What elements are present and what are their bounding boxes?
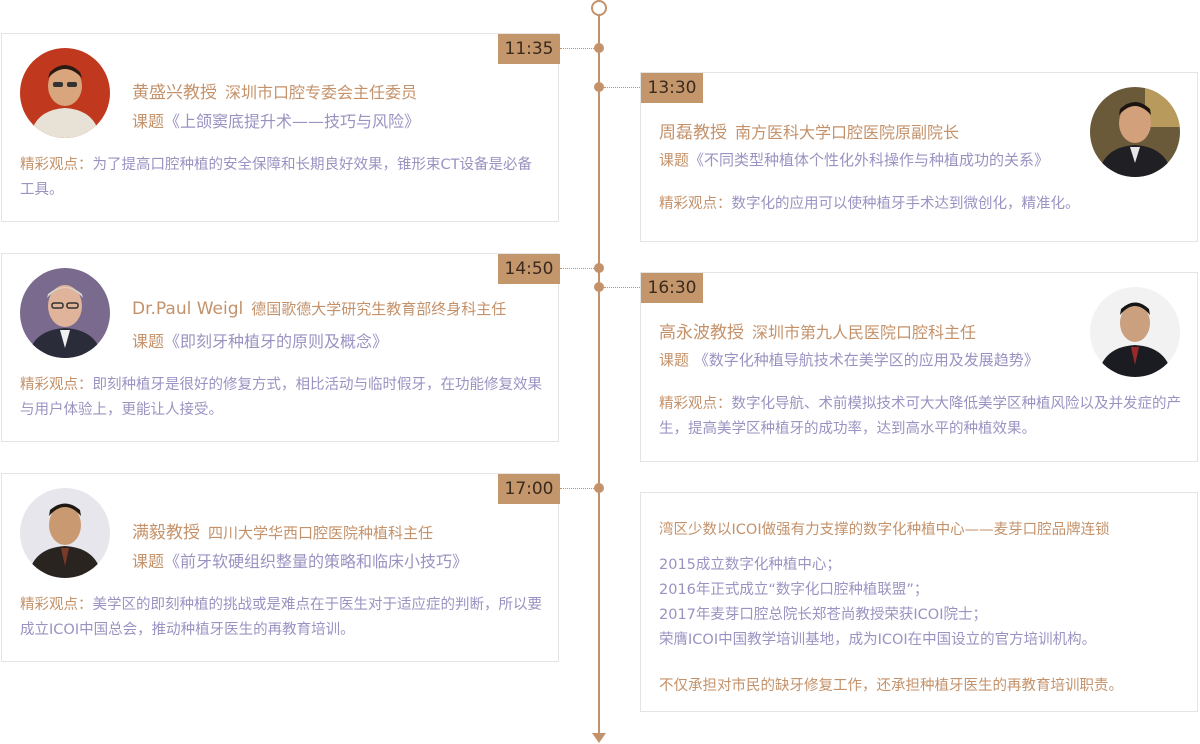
session-topic: 课题《不同类型种植体个性化外科操作与种植成功的关系》 <box>659 149 1049 170</box>
highlight-label: 精彩观点： <box>20 597 93 613</box>
highlight-label: 精彩观点： <box>20 377 93 393</box>
highlight-label: 精彩观点： <box>659 396 732 412</box>
time-tag: 14:50 <box>498 254 560 284</box>
speaker-avatar <box>20 48 110 138</box>
speaker-title: 深圳市口腔专委会主任委员 <box>225 83 418 102</box>
topic-text: 《即刻牙种植牙的原则及概念》 <box>164 332 389 351</box>
topic-label: 课题 <box>132 332 165 351</box>
brand-info-box: 湾区少数以ICOI做强有力支撑的数字化种植中心——麦芽口腔品牌连锁 2015成立… <box>640 492 1198 712</box>
session-card-2: 13:30 周磊教授南方医科大学口腔医院原副院长 课题《不同类型种植体个性化外科… <box>640 72 1198 242</box>
timeline-dot <box>594 263 604 273</box>
topic-text: 《数字化种植导航技术在美学区的应用及发展趋势》 <box>689 351 1039 369</box>
speaker-title: 四川大学华西口腔医院种植科主任 <box>208 524 434 542</box>
speaker-name: 周磊教授 <box>659 123 727 143</box>
highlight-text: 即刻种植牙是很好的修复方式，相比活动与临时假牙，在功能修复效果与用户体验上，更能… <box>20 377 542 418</box>
topic-label: 课题 <box>659 151 690 169</box>
speaker-avatar <box>20 268 110 358</box>
topic-text: 《上颌窦底提升术——技巧与风险》 <box>164 112 421 131</box>
topic-text: 《前牙软硬组织整量的策略和临床小技巧》 <box>164 552 469 571</box>
highlight-text: 美学区的即刻种植的挑战或是难点在于医生对于适应症的判断，所以要成立ICOI中国总… <box>20 597 542 638</box>
session-highlight: 精彩观点：即刻种植牙是很好的修复方式，相比活动与临时假牙，在功能修复效果与用户体… <box>20 373 542 423</box>
session-topic: 课题《即刻牙种植牙的原则及概念》 <box>132 328 388 352</box>
info-line: 2017年麦芽口腔总院长郑苍尚教授荣获ICOI院士； <box>659 607 987 623</box>
timeline-connector <box>560 488 594 489</box>
timeline-connector <box>560 48 594 49</box>
speaker-name-line: 满毅教授四川大学华西口腔医院种植科主任 <box>132 518 433 543</box>
session-topic: 课题《前牙软硬组织整量的策略和临床小技巧》 <box>132 548 468 572</box>
speaker-name-line: Dr.Paul Weigl 德国歌德大学研究生教育部终身科主任 <box>132 298 506 319</box>
speaker-name-line: 高永波教授深圳市第九人民医院口腔科主任 <box>659 318 976 343</box>
info-line: 荣膺ICOI中国教学培训基地，成为ICOI在中国设立的官方培训机构。 <box>659 632 1097 648</box>
timeline-connector <box>604 287 640 288</box>
time-tag: 11:35 <box>498 34 560 64</box>
timeline-dot <box>594 282 604 292</box>
topic-label: 课题 <box>132 112 165 131</box>
speaker-title: 南方医科大学口腔医院原副院长 <box>735 123 960 142</box>
speaker-name-line: 周磊教授南方医科大学口腔医院原副院长 <box>659 118 959 143</box>
session-card-5: 17:00 满毅教授四川大学华西口腔医院种植科主任 课题《前牙软硬组织整量的策略… <box>1 473 560 662</box>
session-highlight: 精彩观点：数字化导航、术前模拟技术可大大降低美学区种植风险以及并发症的产生，提高… <box>659 392 1194 442</box>
timeline-line <box>598 14 600 734</box>
speaker-name-line: 黄盛兴教授深圳市口腔专委会主任委员 <box>132 78 417 103</box>
speaker-avatar <box>1090 287 1180 377</box>
topic-label: 课题 <box>659 351 690 369</box>
info-milestones: 2015成立数字化种植中心； 2016年正式成立“数字化口腔种植联盟”； 201… <box>659 553 1096 653</box>
session-topic: 课题《上颌窦底提升术——技巧与风险》 <box>132 108 420 132</box>
highlight-label: 精彩观点： <box>659 196 732 212</box>
speaker-avatar <box>1090 87 1180 177</box>
timeline-dot <box>594 82 604 92</box>
session-card-1: 11:35 黄盛兴教授深圳市口腔专委会主任委员 课题《上颌窦底提升术——技巧与风… <box>1 33 560 222</box>
time-tag: 13:30 <box>641 73 703 103</box>
info-line: 2015成立数字化种植中心； <box>659 557 841 573</box>
session-highlight: 精彩观点：数字化的应用可以使种植牙手术达到微创化，精准化。 <box>659 192 1181 217</box>
session-highlight: 精彩观点：为了提高口腔种植的安全保障和长期良好效果，锥形束CT设备是必备工具。 <box>20 153 542 203</box>
info-line: 2016年正式成立“数字化口腔种植联盟”； <box>659 582 929 598</box>
speaker-name: 高永波教授 <box>659 323 744 343</box>
timeline-dot <box>594 483 604 493</box>
session-topic: 课题 《数字化种植导航技术在美学区的应用及发展趋势》 <box>659 349 1039 370</box>
timeline-connector <box>604 87 640 88</box>
session-card-3: 14:50 Dr.Paul Weigl 德国歌德大学研究生教育部终身科主任 课题《… <box>1 253 560 442</box>
timeline-dot <box>594 43 604 53</box>
speaker-name: 黄盛兴教授 <box>132 83 217 103</box>
highlight-label: 精彩观点： <box>20 157 93 173</box>
info-heading: 湾区少数以ICOI做强有力支撑的数字化种植中心——麦芽口腔品牌连锁 <box>659 522 1110 538</box>
speaker-name: Dr.Paul Weigl <box>132 299 244 319</box>
time-tag: 16:30 <box>641 273 703 303</box>
timeline-end-arrow-icon <box>592 733 606 743</box>
speaker-title: 德国歌德大学研究生教育部终身科主任 <box>251 300 507 318</box>
topic-label: 课题 <box>132 552 165 571</box>
highlight-text: 为了提高口腔种植的安全保障和长期良好效果，锥形束CT设备是必备工具。 <box>20 157 532 198</box>
speaker-avatar <box>20 488 110 578</box>
info-closing: 不仅承担对市民的缺牙修复工作，还承担种植牙医生的再教育培训职责。 <box>659 678 1123 694</box>
speaker-name: 满毅教授 <box>132 523 200 543</box>
session-card-4: 16:30 高永波教授深圳市第九人民医院口腔科主任 课题 《数字化种植导航技术在… <box>640 272 1198 462</box>
topic-text: 《不同类型种植体个性化外科操作与种植成功的关系》 <box>689 151 1050 169</box>
highlight-text: 数字化导航、术前模拟技术可大大降低美学区种植风险以及并发症的产生，提高美学区种植… <box>659 396 1181 437</box>
time-tag: 17:00 <box>498 474 560 504</box>
session-highlight: 精彩观点：美学区的即刻种植的挑战或是难点在于医生对于适应症的判断，所以要成立IC… <box>20 593 555 643</box>
speaker-title: 深圳市第九人民医院口腔科主任 <box>752 323 977 342</box>
highlight-text: 数字化的应用可以使种植牙手术达到微创化，精准化。 <box>731 196 1080 212</box>
timeline-connector <box>560 268 594 269</box>
